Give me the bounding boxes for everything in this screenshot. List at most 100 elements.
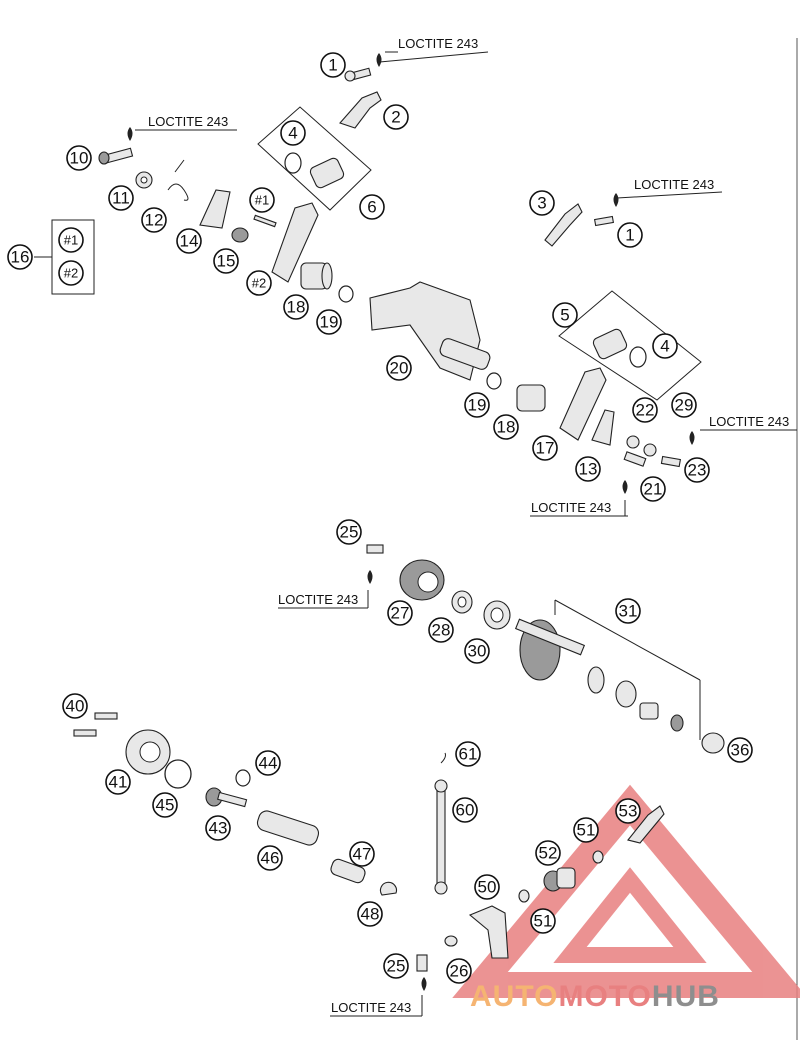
svg-text:18: 18	[287, 298, 306, 317]
svg-text:12: 12	[145, 211, 164, 230]
callout-40: 40	[62, 693, 88, 719]
callout-25b: 25	[383, 953, 409, 979]
callout-h2a: #2	[246, 270, 272, 296]
callout-22: 22	[632, 397, 658, 423]
part-oring-44	[235, 769, 251, 787]
callout-2: 2	[383, 104, 409, 130]
svg-text:22: 22	[636, 401, 655, 420]
svg-text:19: 19	[468, 396, 487, 415]
svg-text:#1: #1	[255, 193, 269, 208]
svg-text:53: 53	[619, 802, 638, 821]
callout-27: 27	[387, 600, 413, 626]
callout-4b: 4	[652, 333, 678, 359]
callout-17: 17	[532, 435, 558, 461]
callout-1a: 1	[320, 52, 346, 78]
loctite-drops	[127, 53, 695, 991]
callout-18b: 18	[493, 414, 519, 440]
loctite-label: LOCTITE 243	[398, 36, 478, 51]
part-screw-25b	[416, 954, 428, 972]
svg-text:6: 6	[367, 198, 376, 217]
part-shaft-6	[309, 157, 345, 189]
part-screw-1-right	[593, 215, 615, 227]
part-arm-53	[627, 805, 665, 844]
svg-text:18: 18	[497, 418, 516, 437]
part-spring-12	[167, 159, 189, 201]
watermark-moto: MOTO	[558, 980, 651, 1013]
callout-46: 46	[257, 845, 283, 871]
svg-text:51: 51	[534, 912, 553, 931]
svg-text:31: 31	[619, 602, 638, 621]
automotohub-logo	[452, 784, 800, 998]
part-bearing-28	[451, 590, 473, 614]
part-spring-46	[256, 810, 320, 846]
loctite-label: LOCTITE 243	[709, 414, 789, 429]
part-screw-1-top	[344, 67, 372, 82]
callout-4a: 4	[280, 120, 306, 146]
svg-text:2: 2	[391, 108, 400, 127]
part-oring-19a	[338, 285, 354, 303]
svg-text:19: 19	[320, 313, 339, 332]
svg-text:51: 51	[577, 821, 596, 840]
callout-51b: 51	[530, 908, 556, 934]
watermark-hub: HUB	[652, 980, 720, 1013]
loctite-drop-icon	[367, 570, 373, 584]
callout-16: 16	[7, 244, 33, 270]
loctite-label: LOCTITE 243	[331, 1000, 411, 1015]
part-cover-41	[125, 729, 171, 775]
watermark-auto: AUTO	[470, 980, 558, 1013]
part-roller-52	[543, 867, 576, 892]
svg-text:1: 1	[328, 56, 337, 75]
callout-14: 14	[176, 228, 202, 254]
svg-text:25: 25	[387, 957, 406, 976]
callout-41: 41	[105, 769, 131, 795]
part-lever-h2	[271, 202, 319, 283]
callout-h1b: #1	[58, 227, 84, 253]
svg-text:28: 28	[432, 621, 451, 640]
callouts: 1 2 4 6 10 11 12 14 15 #1 #2 16 #1 #2 18…	[7, 52, 753, 984]
svg-text:40: 40	[66, 697, 85, 716]
part-lever-14	[199, 189, 231, 229]
callout-31: 31	[615, 598, 641, 624]
callout-50: 50	[474, 874, 500, 900]
svg-text:46: 46	[261, 849, 280, 868]
svg-text:52: 52	[539, 844, 558, 863]
svg-text:20: 20	[390, 359, 409, 378]
part-bearing-30	[483, 600, 511, 630]
callout-19a: 19	[316, 309, 342, 335]
part-bracket-3	[544, 203, 583, 247]
leader-lines	[34, 51, 797, 1017]
svg-text:30: 30	[468, 642, 487, 661]
svg-text:4: 4	[288, 124, 297, 143]
callout-20: 20	[386, 355, 412, 381]
svg-text:29: 29	[675, 396, 694, 415]
part-screw-23	[660, 455, 682, 468]
part-washer-51a	[592, 850, 604, 864]
svg-text:3: 3	[537, 194, 546, 213]
part-shaft-5	[592, 328, 628, 360]
part-oring-4a	[284, 152, 302, 174]
part-shaft-43	[205, 787, 248, 808]
svg-text:50: 50	[478, 878, 497, 897]
svg-text:#2: #2	[252, 276, 266, 291]
callout-6: 6	[359, 194, 385, 220]
part-rod-60	[434, 779, 448, 895]
part-washer-29	[643, 443, 657, 457]
callout-21: 21	[640, 476, 666, 502]
callout-36: 36	[727, 737, 753, 763]
svg-text:11: 11	[112, 189, 130, 208]
svg-text:44: 44	[259, 754, 278, 773]
part-bushing-18a	[300, 262, 333, 290]
part-lever-17	[559, 367, 607, 441]
callout-25a: 25	[336, 519, 362, 545]
part-washer-51b	[518, 889, 530, 903]
part-oring-4b	[629, 346, 647, 368]
callout-51a: 51	[573, 817, 599, 843]
loctite-label: LOCTITE 243	[148, 114, 228, 129]
part-clip-61	[440, 752, 446, 764]
watermark-text: AUTOMOTOHUB	[470, 980, 720, 1013]
callout-52: 52	[535, 840, 561, 866]
part-washer-26	[444, 935, 458, 947]
part-lever-50	[468, 905, 509, 959]
callout-h2b: #2	[58, 260, 84, 286]
